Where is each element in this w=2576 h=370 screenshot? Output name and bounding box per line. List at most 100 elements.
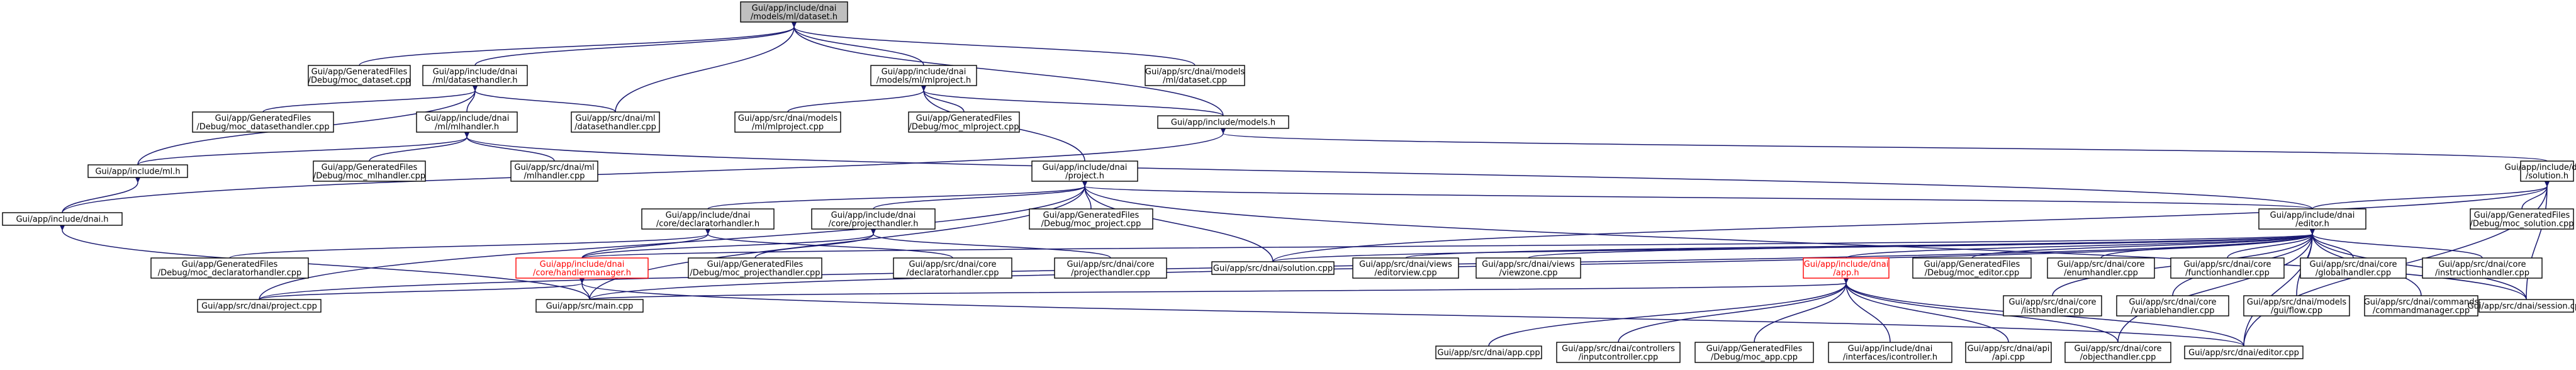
node-label-line: /Debug/moc_projecthandler.cpp bbox=[690, 268, 820, 278]
node-datasethandler-cpp[interactable]: Gui/app/src/dnai/ml/datasethandler.cpp bbox=[571, 111, 660, 133]
node-box bbox=[2170, 257, 2285, 279]
node-label-line: Gui/app/GeneratedFiles bbox=[2474, 211, 2570, 220]
node-box bbox=[2300, 257, 2407, 279]
node-label-line: /Debug/moc_mlhandler.cpp bbox=[313, 171, 425, 181]
node-box bbox=[87, 164, 188, 178]
node-label-line: Gui/app/src/dnai/project.cpp bbox=[201, 302, 317, 311]
node-box bbox=[688, 257, 822, 279]
node-icontroller-h[interactable]: Gui/app/include/dnai/interfaces/icontrol… bbox=[1828, 342, 1952, 363]
node-ml-h[interactable]: Gui/app/include/ml.h bbox=[87, 164, 188, 178]
node-label-line: Gui/app/GeneratedFiles bbox=[311, 67, 408, 77]
node-session-cpp[interactable]: Gui/app/src/dnai/session.cpp bbox=[2468, 299, 2576, 313]
edge-datasethandler_cpp-to-root bbox=[615, 21, 797, 113]
node-box bbox=[416, 111, 518, 133]
node-label-line: Gui/app/GeneratedFiles bbox=[1924, 260, 2020, 269]
node-globalhandler-cpp[interactable]: Gui/app/src/dnai/core/globalhandler.cpp bbox=[2300, 257, 2407, 279]
node-label-line: Gui/app/src/dnai/core bbox=[2008, 298, 2096, 307]
edge-mlhandler_cpp-to-mlhandler_h bbox=[464, 132, 555, 162]
node-mlproject-cpp[interactable]: Gui/app/src/dnai/models/ml/mlproject.cpp bbox=[734, 111, 841, 133]
node-solution-h[interactable]: Gui/app/include/dnai/solution.h bbox=[2505, 160, 2576, 182]
node-projecthandler-cpp[interactable]: Gui/app/src/dnai/core/projecthandler.cpp bbox=[1054, 257, 1167, 279]
node-viewzone-cpp[interactable]: Gui/app/src/dnai/views/viewzone.cpp bbox=[1476, 257, 1581, 279]
node-label-line: /core/declaratorhandler.h bbox=[656, 219, 759, 228]
node-label-line: Gui/app/include/dnai.h bbox=[16, 215, 108, 225]
node-label-line: /datasethandler.cpp bbox=[574, 122, 656, 132]
node-label-line: Gui/app/src/dnai/core bbox=[909, 260, 996, 269]
node-box bbox=[150, 257, 309, 279]
edge-moc_mlhandler-to-mlhandler_h bbox=[369, 132, 470, 162]
node-editor-h[interactable]: Gui/app/include/dnai/editor.h bbox=[2258, 208, 2366, 230]
node-label-line: Gui/app/src/dnai/session.cpp bbox=[2468, 302, 2576, 311]
node-datasethandler-h[interactable]: Gui/app/include/dnai/ml/datasethandler.h bbox=[422, 65, 528, 86]
node-moc-projecthandler[interactable]: Gui/app/GeneratedFiles/Debug/moc_project… bbox=[688, 257, 822, 279]
node-box bbox=[1828, 342, 1952, 363]
node-handlermanager-h[interactable]: Gui/app/include/dnai/core/handlermanager… bbox=[515, 257, 649, 279]
node-mlproject-h[interactable]: Gui/app/include/dnai/models/ml/mlproject… bbox=[870, 65, 977, 86]
edge-moc_mlproject-to-mlproject_h bbox=[921, 85, 965, 113]
node-label-line: Gui/app/src/dnai/ml bbox=[514, 163, 594, 172]
node-inputcontroller-cpp[interactable]: Gui/app/src/dnai/controllers/inputcontro… bbox=[1556, 342, 1681, 363]
node-box bbox=[811, 208, 936, 230]
node-app-cpp[interactable]: Gui/app/src/dnai/app.cpp bbox=[1435, 345, 1542, 359]
edge-icontroller_h-to-app_h bbox=[1843, 278, 1891, 343]
node-models-h[interactable]: Gui/app/include/models.h bbox=[1157, 115, 1289, 129]
node-moc-app[interactable]: Gui/app/GeneratedFiles/Debug/moc_app.cpp bbox=[1694, 342, 1814, 363]
edge-moc_declaratorhandler-to-declaratorhandler_h bbox=[229, 228, 711, 259]
node-instructionhandler-cpp[interactable]: Gui/app/src/dnai/core/instructionhandler… bbox=[2422, 257, 2543, 279]
node-objecthandler-cpp[interactable]: Gui/app/src/dnai/core/objecthandler.cpp bbox=[2064, 342, 2171, 363]
node-box bbox=[571, 111, 660, 133]
node-moc-editor[interactable]: Gui/app/GeneratedFiles/Debug/moc_editor.… bbox=[1912, 257, 2032, 279]
node-box bbox=[2064, 342, 2171, 363]
node-api-cpp[interactable]: Gui/app/src/dnai/api/api.cpp bbox=[1965, 342, 2052, 363]
node-declaratorhandler-cpp[interactable]: Gui/app/src/dnai/core/declaratorhandler.… bbox=[893, 257, 1012, 279]
node-editorview-cpp[interactable]: Gui/app/src/dnai/views/editorview.cpp bbox=[1352, 257, 1459, 279]
node-moc-dataset[interactable]: Gui/app/GeneratedFiles/Debug/moc_dataset… bbox=[308, 65, 411, 86]
node-label-line: Gui/app/GeneratedFiles bbox=[182, 260, 278, 269]
node-box bbox=[2243, 295, 2350, 317]
node-declaratorhandler-h[interactable]: Gui/app/include/dnai/core/declaratorhand… bbox=[641, 208, 775, 230]
node-commandmanager-cpp[interactable]: Gui/app/src/dnai/commands/commandmanager… bbox=[2364, 295, 2479, 317]
node-box bbox=[197, 299, 322, 313]
node-box bbox=[2184, 345, 2304, 359]
node-label-line: Gui/app/include/dnai bbox=[2505, 163, 2576, 172]
node-moc-solution[interactable]: Gui/app/GeneratedFiles/Debug/moc_solutio… bbox=[2470, 208, 2574, 230]
edge-project_cpp-to-handlermanager_h bbox=[259, 278, 585, 300]
node-box bbox=[313, 160, 426, 182]
node-mlhandler-cpp[interactable]: Gui/app/src/dnai/ml/mlhandler.cpp bbox=[510, 160, 598, 182]
node-label-line: Gui/app/include/dnai bbox=[433, 67, 518, 77]
node-moc-project[interactable]: Gui/app/GeneratedFiles/Debug/moc_project… bbox=[1029, 208, 1153, 230]
edge-datasethandler_cpp-to-datasethandler_h bbox=[472, 85, 616, 113]
node-main-cpp[interactable]: Gui/app/src/main.cpp bbox=[535, 299, 644, 313]
node-solution-cpp[interactable]: Gui/app/src/dnai/solution.cpp bbox=[1211, 261, 1335, 275]
node-projecthandler-h[interactable]: Gui/app/include/dnai/core/projecthandler… bbox=[811, 208, 936, 230]
node-label-line: /listhandler.cpp bbox=[2021, 306, 2084, 315]
node-variablehandler-cpp[interactable]: Gui/app/src/dnai/core/variablehandler.cp… bbox=[2116, 295, 2229, 317]
node-app-h[interactable]: Gui/app/include/dnai/app.h bbox=[1803, 257, 1890, 279]
node-label-line: /inputcontroller.cpp bbox=[1579, 352, 1658, 362]
node-functionhandler-cpp[interactable]: Gui/app/src/dnai/core/functionhandler.cp… bbox=[2170, 257, 2285, 279]
node-box bbox=[1145, 65, 1245, 86]
node-label-line: Gui/app/include/dnai bbox=[752, 4, 837, 13]
node-moc-mlproject[interactable]: Gui/app/GeneratedFiles/Debug/moc_mlproje… bbox=[908, 111, 1020, 133]
node-label-line: Gui/app/src/dnai/views bbox=[1482, 260, 1575, 269]
node-listhandler-cpp[interactable]: Gui/app/src/dnai/core/listhandler.cpp bbox=[2003, 295, 2102, 317]
node-box bbox=[422, 65, 528, 86]
node-label-line: /interfaces/icontroller.h bbox=[1843, 352, 1937, 362]
node-moc-declaratorhandler[interactable]: Gui/app/GeneratedFiles/Debug/moc_declara… bbox=[150, 257, 309, 279]
node-label-line: Gui/app/include/dnai bbox=[831, 211, 916, 220]
node-mlhandler-h[interactable]: Gui/app/include/dnai/ml/mlhandler.h bbox=[416, 111, 518, 133]
node-guiflow-cpp[interactable]: Gui/app/src/dnai/models/gui/flow.cpp bbox=[2243, 295, 2350, 317]
edge-ml_h-to-mlhandler_h bbox=[137, 132, 470, 165]
node-label-line: Gui/app/src/dnai/app.cpp bbox=[1437, 349, 1540, 358]
edge-handlermanager_h-to-editor_h bbox=[581, 228, 2316, 259]
node-moc-mlhandler[interactable]: Gui/app/GeneratedFiles/Debug/moc_mlhandl… bbox=[313, 160, 426, 182]
node-editor-cpp[interactable]: Gui/app/src/dnai/editor.cpp bbox=[2184, 345, 2304, 359]
node-project-cpp[interactable]: Gui/app/src/dnai/project.cpp bbox=[197, 299, 322, 313]
node-dnai-h[interactable]: Gui/app/include/dnai.h bbox=[2, 212, 123, 226]
node-models-dataset-cpp[interactable]: Gui/app/src/dnai/models/ml/dataset.cpp bbox=[1145, 65, 1245, 86]
node-enumhandler-cpp[interactable]: Gui/app/src/dnai/core/enumhandler.cpp bbox=[2047, 257, 2155, 279]
node-moc-datasethandler[interactable]: Gui/app/GeneratedFiles/Debug/moc_dataset… bbox=[192, 111, 334, 133]
node-label-line: Gui/app/src/dnai/ml bbox=[575, 114, 655, 123]
node-project-h[interactable]: Gui/app/include/dnai/project.h bbox=[1031, 160, 1138, 182]
edge-mlproject_cpp-to-mlproject_h bbox=[787, 85, 927, 113]
